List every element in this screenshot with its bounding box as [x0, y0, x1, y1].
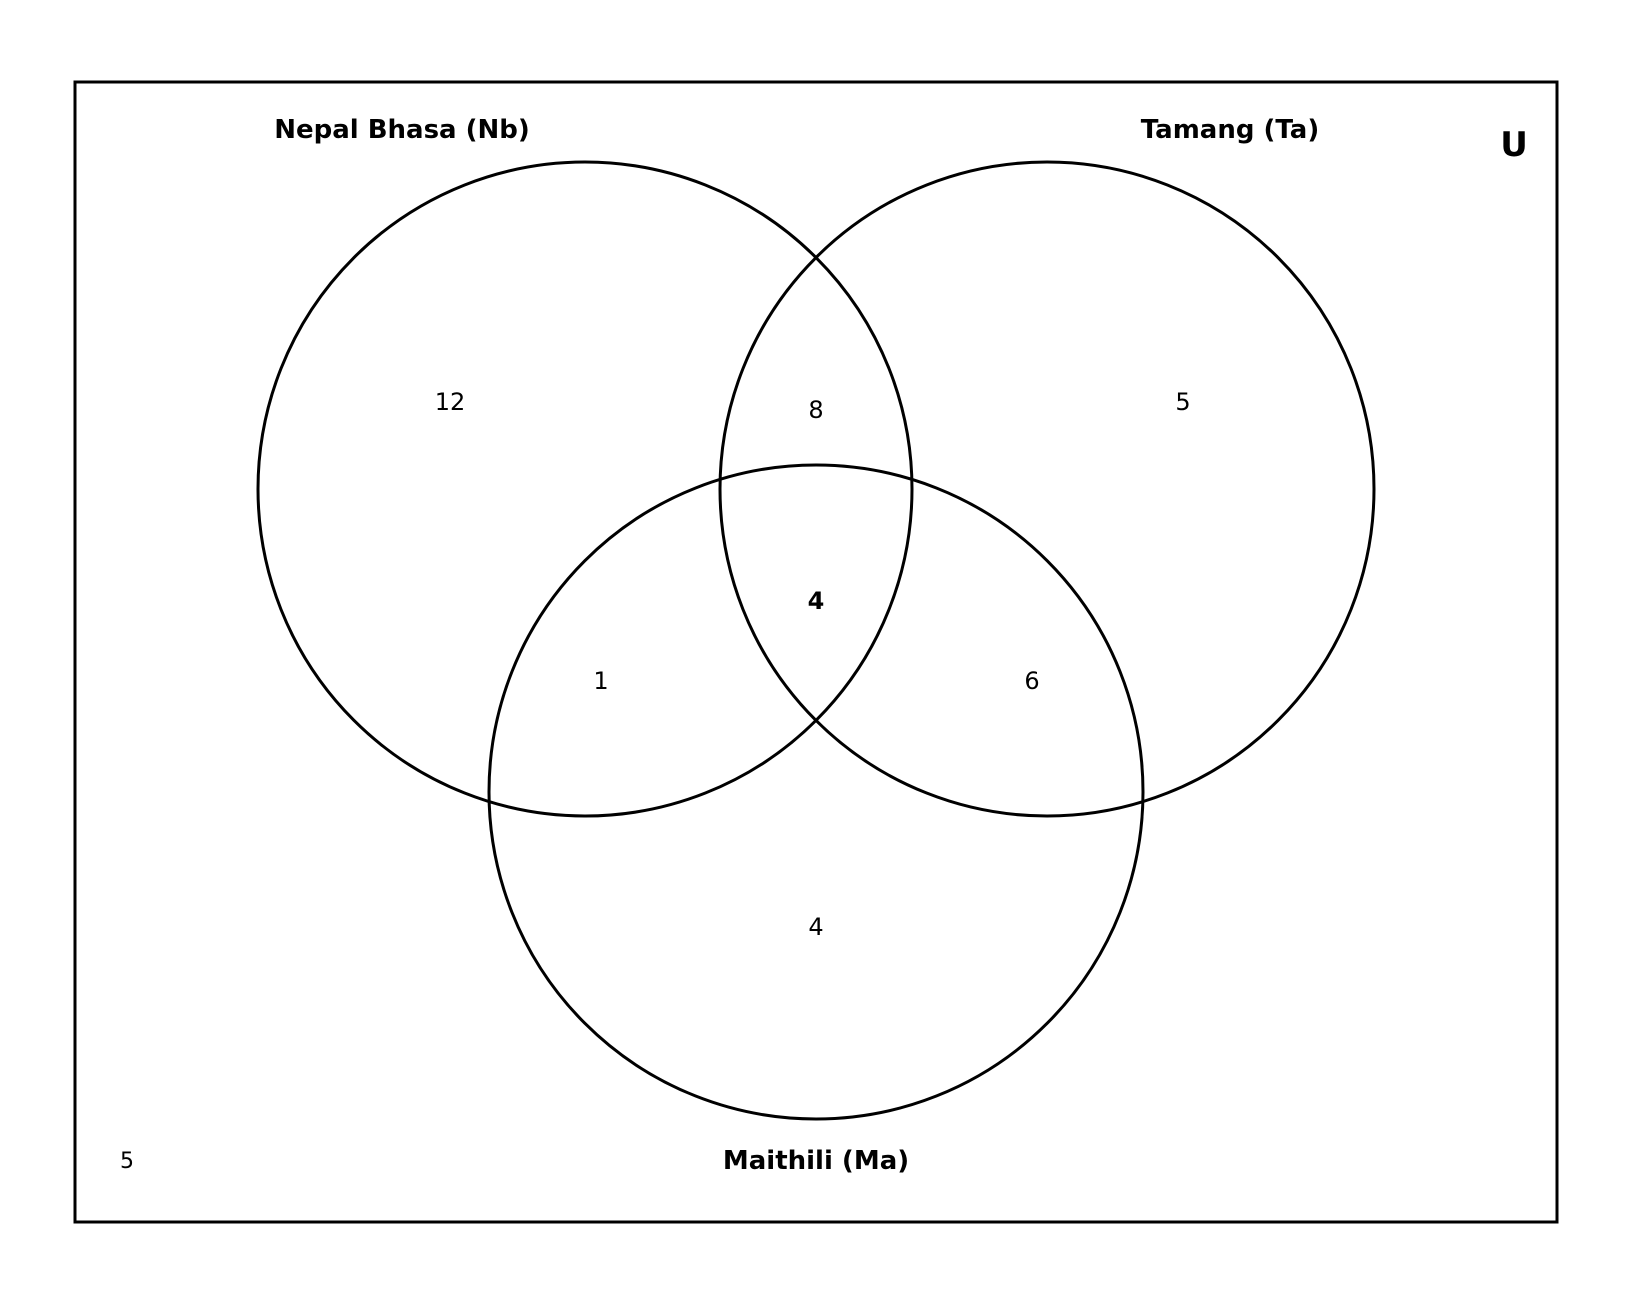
set-label-nepal-bhasa: Nepal Bhasa (Nb): [274, 115, 530, 145]
set-label-tamang: Tamang (Ta): [1141, 115, 1319, 145]
region-count-ma-only: 4: [808, 913, 823, 941]
region-count-nb-only: 12: [435, 388, 466, 416]
region-count-nb-ma: 1: [593, 667, 608, 695]
region-count-all-three: 4: [808, 587, 825, 615]
region-count-outside: 5: [120, 1149, 134, 1174]
set-label-maithili: Maithili (Ma): [723, 1146, 909, 1176]
set-circle-tamang: [718, 160, 1376, 818]
region-count-ta-ma: 6: [1024, 667, 1039, 695]
region-count-ta-only: 5: [1175, 388, 1190, 416]
region-count-nb-ta: 8: [808, 396, 823, 424]
set-circle-nepal-bhasa: [256, 160, 914, 818]
universe-label: U: [1500, 125, 1528, 165]
universe-box: [73, 80, 1559, 1224]
set-circle-maithili: [487, 463, 1145, 1121]
